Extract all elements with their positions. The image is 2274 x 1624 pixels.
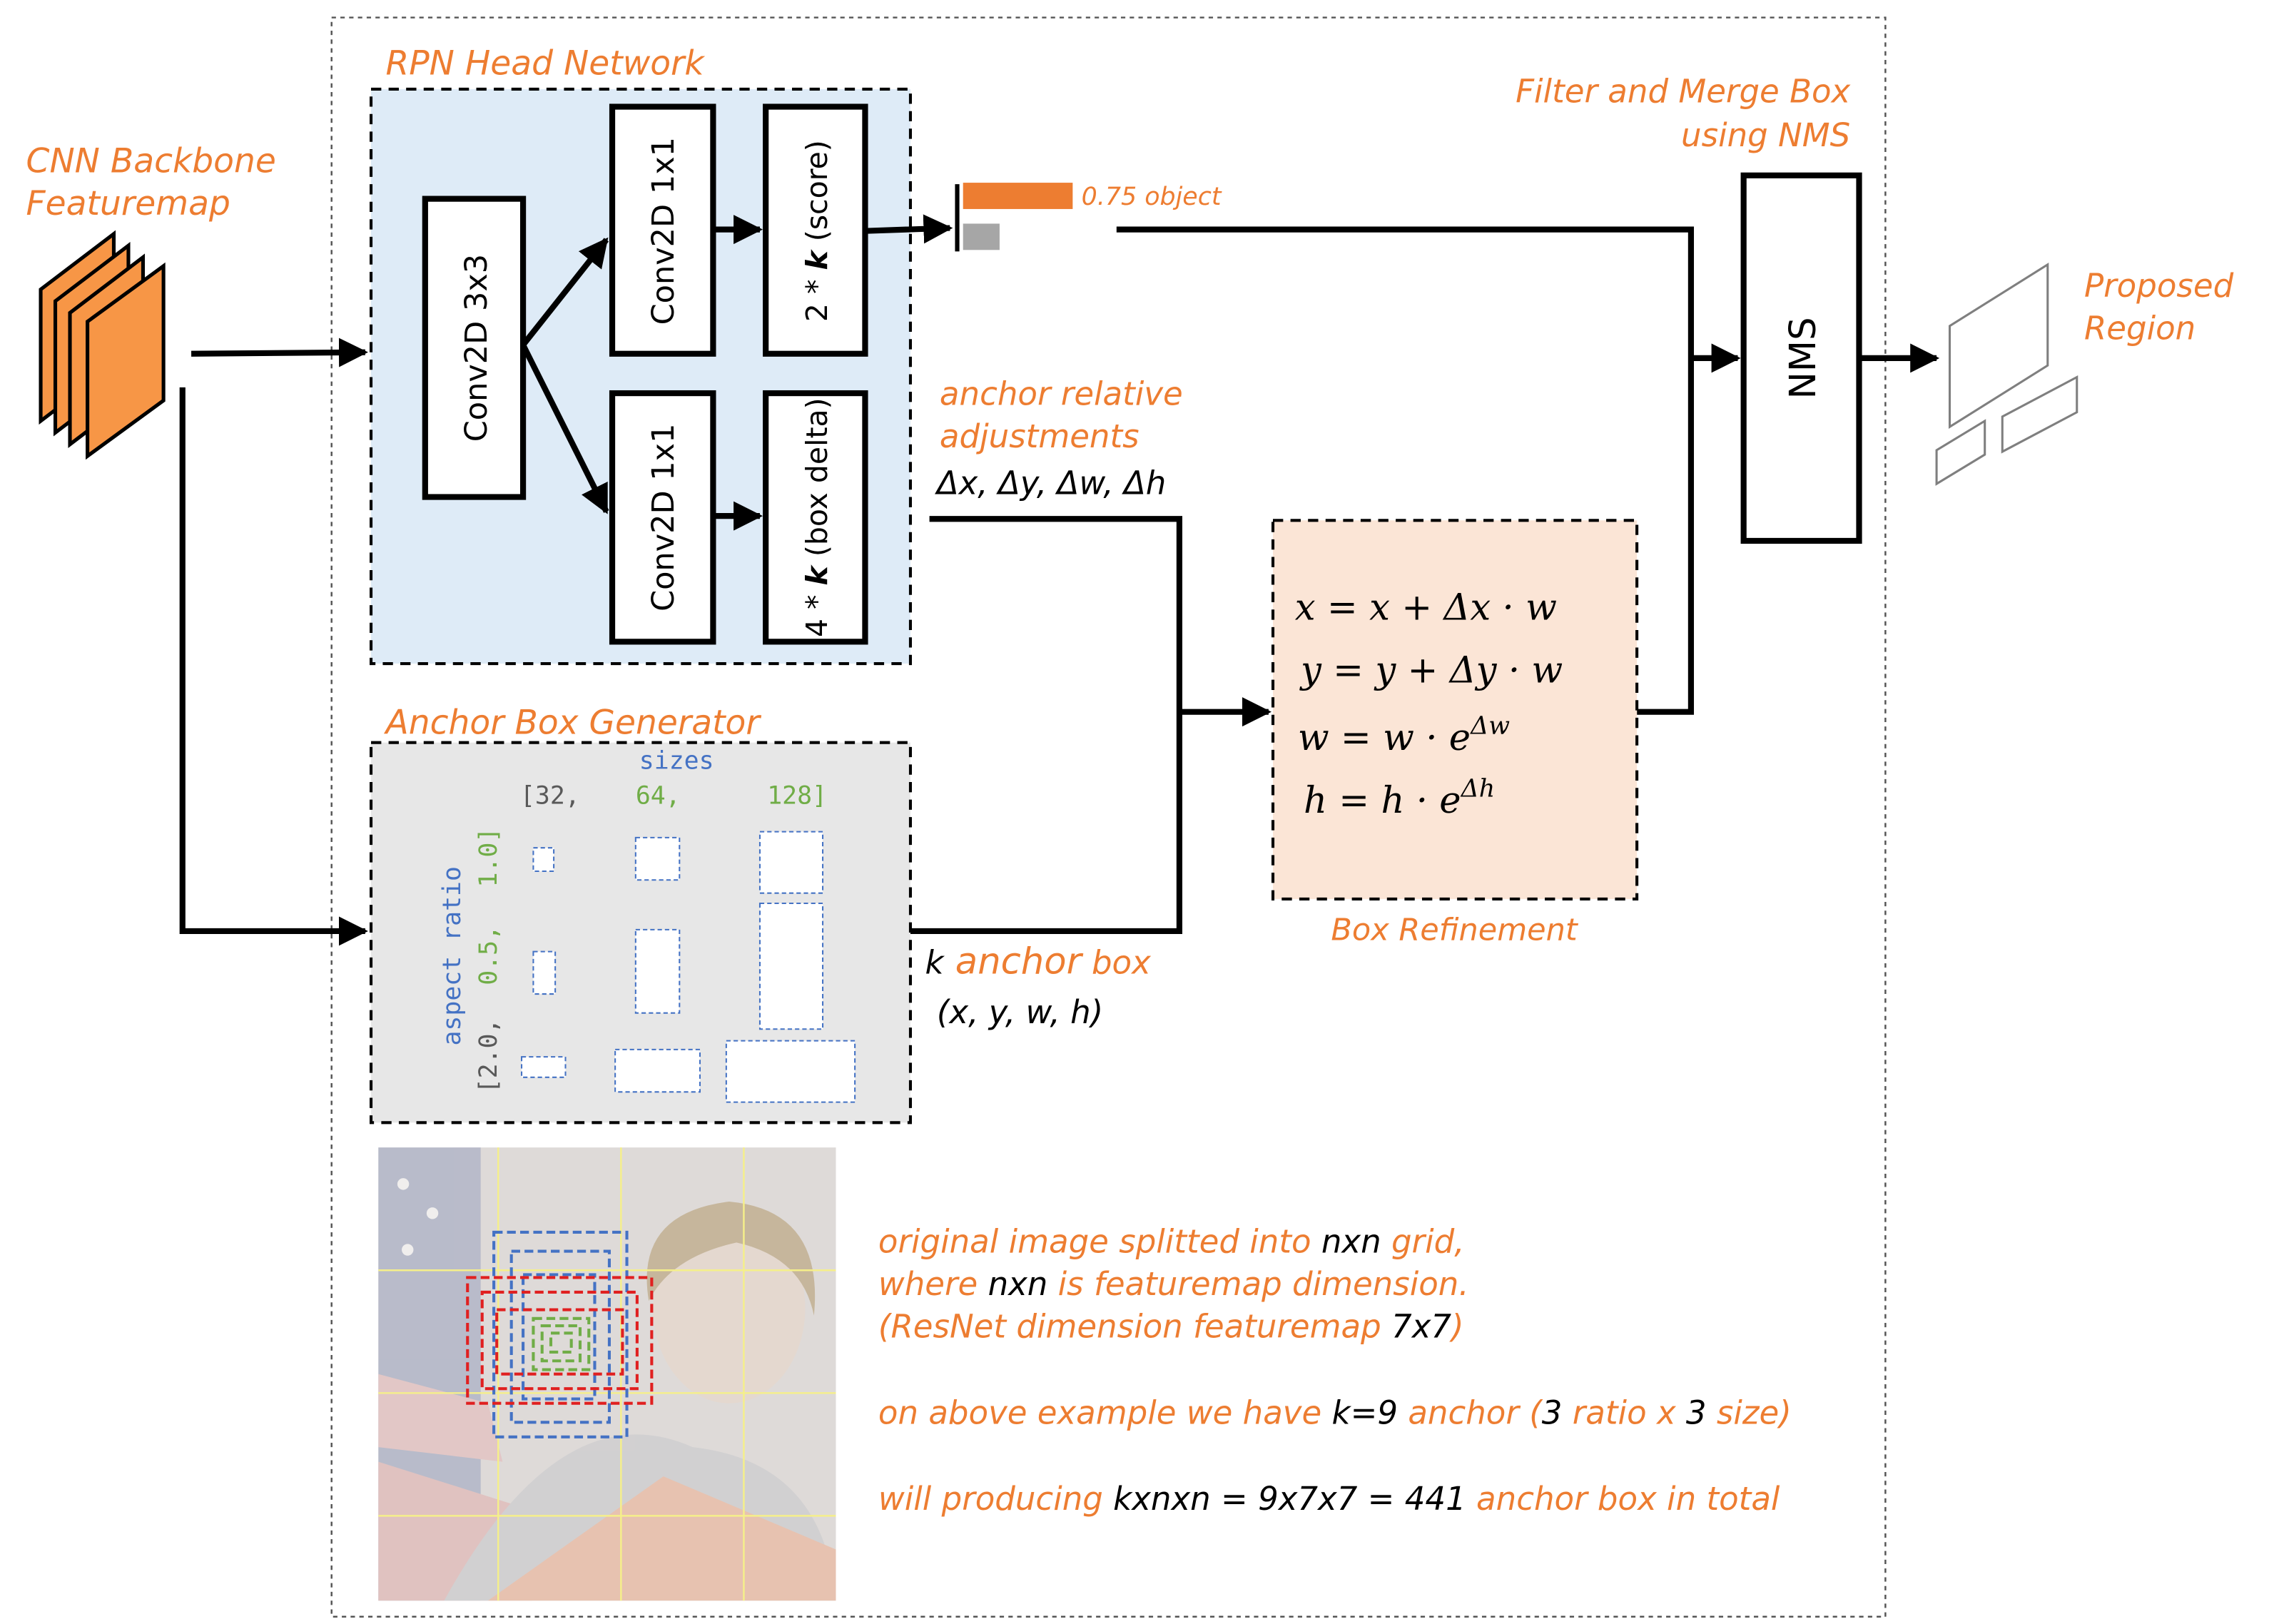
note-line-3: (ResNet dimension featuremap 7x7) <box>878 1307 1464 1345</box>
eq-y: y = y + Δy · w <box>1299 649 1563 692</box>
ratio-title: aspect ratio <box>438 866 467 1046</box>
box-delta-label: 4 * k (box delta) <box>800 397 834 637</box>
ratio-value-mid: 0.5, <box>474 925 503 985</box>
note-line-2: where nxn is featuremap dimension. <box>878 1265 1469 1303</box>
eq-x: x = x + Δx · w <box>1295 587 1557 629</box>
rpn-title: RPN Head Network <box>386 44 706 83</box>
explanation-notes: original image splitted into nxn grid, w… <box>878 1223 1792 1518</box>
box-refinement-panel <box>1273 520 1637 899</box>
nms-title-line2: using NMS <box>1681 116 1850 154</box>
note-line-5: will producing kxnxn = 9x7x7 = 441 ancho… <box>878 1480 1780 1518</box>
astronaut-image <box>378 1147 836 1600</box>
conv3x3-label: Conv2D 3x3 <box>459 254 494 442</box>
ratio-values-open: [2.0, <box>474 1019 503 1094</box>
background-score-bar <box>963 223 1000 250</box>
score-label: 2 * k (score) <box>800 140 834 322</box>
nms-label: NMS <box>1782 317 1824 399</box>
featuremap-stack-icon <box>41 234 163 456</box>
k-anchor-coords: (x, y, w, h) <box>937 993 1103 1031</box>
sizes-title: sizes <box>639 747 714 776</box>
size-128: 128] <box>767 782 827 811</box>
adjustments-title-line2: adjustments <box>940 417 1139 455</box>
note-line-4: on above example we have k=9 anchor (3 r… <box>878 1394 1792 1431</box>
conv1x1-top-label: Conv2D 1x1 <box>646 137 681 325</box>
note-line-1: original image splitted into nxn grid, <box>878 1223 1465 1261</box>
ratio-value-last: 1.0] <box>474 828 503 888</box>
anchor-generator-title: Anchor Box Generator <box>384 703 762 742</box>
conv1x1-bottom-label: Conv2D 1x1 <box>646 423 681 611</box>
proposed-region-icon <box>1937 265 2077 484</box>
backbone-arrows <box>183 352 365 931</box>
adjustments-deltas: Δx, Δy, Δw, Δh <box>935 464 1167 502</box>
backbone-subtitle: Featuremap <box>26 184 230 223</box>
object-score-label: 0.75 object <box>1082 183 1222 211</box>
score-bars <box>958 183 1073 251</box>
nms-title-line1: Filter and Merge Box <box>1516 72 1851 110</box>
sizes-values: [32, <box>520 782 580 811</box>
proposed-title-line1: Proposed <box>2084 267 2234 305</box>
size-64: 64, <box>636 782 681 811</box>
object-score-bar <box>963 183 1073 209</box>
k-anchor-box-label: k anchor box <box>925 940 1152 983</box>
backbone-title: CNN Backbone <box>26 142 276 181</box>
box-refinement-title: Box Refinement <box>1331 912 1578 948</box>
proposed-title-line2: Region <box>2084 309 2196 347</box>
adjustments-title-line1: anchor relative <box>940 375 1183 412</box>
